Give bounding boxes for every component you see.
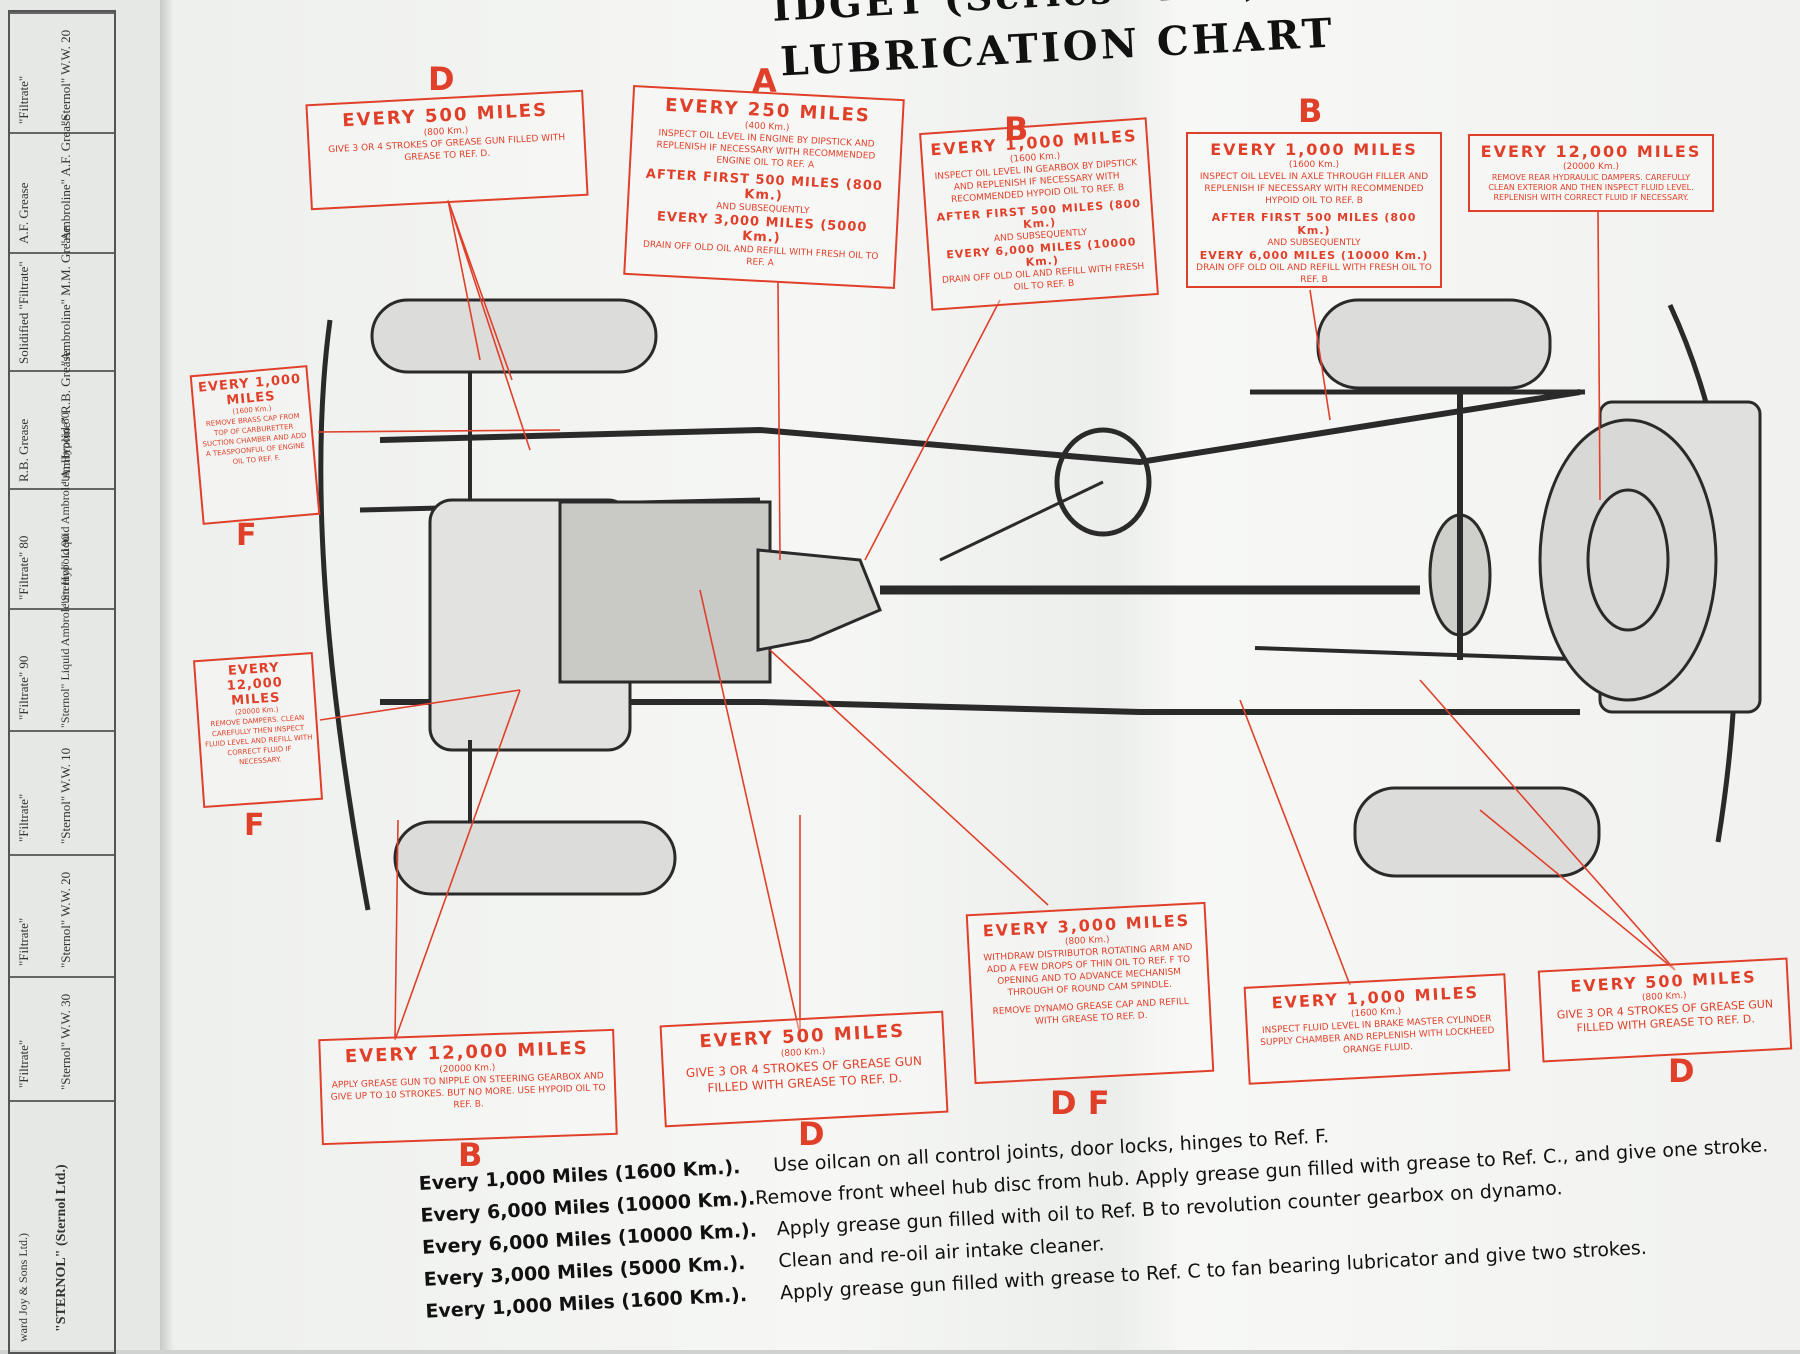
callout-box-d-centre: EVERY 500 MILES (800 Km.) GIVE 3 OR 4 ST… [659,1010,949,1128]
spare-wheel [1538,418,1718,702]
table-cell: "Filtrate" 80 "Sternol" Liquid Ambroleum… [10,412,114,610]
callout-body: REMOVE BRASS CAP FROM TOP OF CARBURETTER… [202,412,307,466]
ref-letter: F [236,518,257,553]
ref-letter: F [244,808,265,843]
callout-box-b-steering: EVERY 12,000 MILES (20000 Km.) APPLY GRE… [318,1028,618,1146]
ref-letter: D F [1050,1084,1110,1122]
callout-subheading: (20000 Km.) [1562,162,1620,172]
callout-body: DRAIN OFF OLD OIL AND REFILL WITH FRESH … [1196,263,1432,285]
callout-body: WITHDRAW DISTRIBUTOR ROTATING ARM AND AD… [983,942,1193,999]
engine-block [558,500,772,684]
callout-interval: EVERY 6,000 MILES (10000 Km.) [1199,249,1429,262]
callout-body: INSPECT OIL LEVEL IN AXLE THROUGH FILLER… [1199,172,1429,206]
lubricant-table-page: "Filtrate" "Sternol" W.W. 20 A.F. Grease… [0,0,162,1354]
front-left-wheel [370,298,658,374]
callout-box-b-axle: EVERY 1,000 MILES (1600 Km.) INSPECT OIL… [1186,132,1442,288]
callout-heading: EVERY 1,000 MILES [1210,140,1418,159]
callout-box-rear-dampers: EVERY 12,000 MILES (20000 Km.) REMOVE RE… [1468,134,1714,212]
rear-left-wheel [1316,298,1552,390]
table-cell: "Filtrate" "Sternol" W.W. 20 [10,12,114,134]
table-cell: A.F. Grease "Ambroline" A.F. Grease [10,115,114,254]
gearbox [756,548,882,652]
callout-box-b-gearbox: EVERY 1,000 MILES (1600 Km.) INSPECT OIL… [919,117,1159,311]
table-cell: "Filtrate" "Sternol" W.W. 20 [10,854,114,978]
callout-box-d-rear: EVERY 500 MILES (800 Km.) GIVE 3 OR 4 ST… [1537,957,1793,1063]
table-cell: "Filtrate" "Sternol" W.W. 10 [10,730,114,856]
ref-letter: B [1298,92,1323,130]
ref-letter: B [1004,110,1029,148]
rear-axle-lower [1254,646,1601,662]
ref-letter: D [798,1115,825,1153]
callout-heading: EVERY 12,000 MILES [1480,142,1702,161]
callout-body: REMOVE REAR HYDRAULIC DAMPERS. CAREFULLY… [1488,173,1694,202]
callout-box-f-carburetter: EVERY 1,000 MILES (1600 Km.) REMOVE BRAS… [189,365,321,525]
callout-body: REMOVE DYNAMO GREASE CAP AND REFILL WITH… [992,996,1190,1027]
callout-box-brake-fluid: EVERY 1,000 MILES (1600 Km.) INSPECT FLU… [1243,973,1511,1085]
steering-wheel [1054,427,1152,537]
callout-box-df-distributor: EVERY 3,000 MILES (800 Km.) WITHDRAW DIS… [965,901,1215,1085]
callout-body: REMOVE DAMPERS. CLEAN CAREFULLY THEN INS… [204,713,313,767]
callout-interval: AFTER FIRST 500 MILES (800 Km.) [1211,211,1417,237]
frame-rail-upper [379,389,1581,466]
ref-letter: B [458,1136,483,1174]
table-cell: R.B. Grease "Ambroline" R.B. Grease [10,351,114,490]
table-cell: "Filtrate" "Sternol" W.W. 30 [10,976,114,1102]
book-spine [160,0,174,1350]
table-cell: Solidified "Filtrate" "Ambroline" M.M. G… [10,227,114,372]
table-cell: ward Joy & Sons Ltd.) "STERNOL" (Sternol… [10,1100,114,1352]
chassis-drawing [318,298,1762,911]
ref-letter: D [1668,1052,1695,1090]
table-cell: "Filtrate" 90 "Sternol" Liquid Ambroleum… [10,534,114,732]
rear-right-wheel [1353,786,1601,878]
front-right-wheel [393,820,677,896]
callout-box-d-front: EVERY 500 MILES (800 Km.) GIVE 3 OR 4 ST… [305,89,589,211]
callout-heading: EVERY 12,000 MILES [226,660,284,709]
steering-column [939,480,1104,562]
callout-box-a-engine: EVERY 250 MILES (400 Km.) INSPECT OIL LE… [623,85,905,289]
front-bumper [318,319,371,911]
callout-note: AND SUBSEQUENTLY [1267,238,1361,248]
callout-box-f-dampers: EVERY 12,000 MILES (20000 Km.) REMOVE DA… [192,651,324,809]
ref-letter: D [428,60,455,98]
callout-subheading: (1600 Km.) [1288,160,1340,170]
leader-lines [317,199,1676,1041]
ref-letter: A [752,62,777,100]
spare-wheel-hub [1586,488,1670,632]
